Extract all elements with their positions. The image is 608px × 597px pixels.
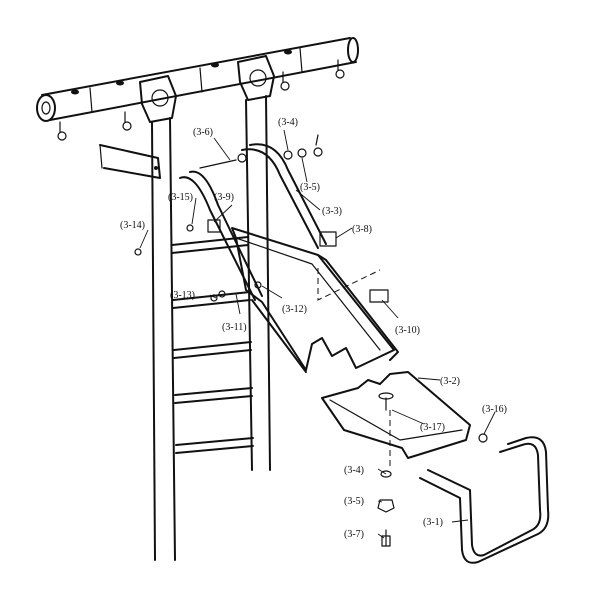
label-3-14: (3-14) <box>120 220 145 231</box>
label-3-13: (3-13) <box>170 290 195 301</box>
label-3-4-top: (3-4) <box>278 117 298 128</box>
slide-chute <box>231 227 399 373</box>
slide-bottom-section <box>321 371 471 459</box>
label-3-2: (3-2) <box>440 376 460 387</box>
label-3-12: (3-12) <box>282 304 307 315</box>
label-3-5-top: (3-5) <box>300 182 320 193</box>
tee-fitting <box>139 55 275 123</box>
hardware-top <box>199 134 323 169</box>
side-bracket-bar <box>99 144 161 179</box>
label-3-6: (3-6) <box>193 127 213 138</box>
label-3-4-bottom: (3-4) <box>344 465 364 476</box>
leader-lines <box>139 129 496 539</box>
label-3-7: (3-7) <box>344 529 364 540</box>
support-bar <box>419 436 550 564</box>
handle-rail <box>179 143 327 301</box>
label-3-3: (3-3) <box>322 206 342 217</box>
hardware-part <box>134 219 488 547</box>
label-3-11: (3-11) <box>222 322 247 333</box>
top-crossbar <box>36 37 359 122</box>
ladder-leg <box>151 95 271 561</box>
label-3-10: (3-10) <box>395 325 420 336</box>
part-labels: (3-6) (3-4) (3-5) (3-3) (3-8) (3-9) (3-1… <box>120 117 507 540</box>
ladder-rung <box>171 236 254 454</box>
label-3-17: (3-17) <box>420 422 445 433</box>
label-3-15: (3-15) <box>168 192 193 203</box>
swing-hook <box>57 59 345 141</box>
label-3-9: (3-9) <box>214 192 234 203</box>
label-3-5-bottom: (3-5) <box>344 496 364 507</box>
label-3-16: (3-16) <box>482 404 507 415</box>
alignment-line <box>317 268 391 470</box>
label-3-1: (3-1) <box>423 517 443 528</box>
label-3-8: (3-8) <box>352 224 372 235</box>
